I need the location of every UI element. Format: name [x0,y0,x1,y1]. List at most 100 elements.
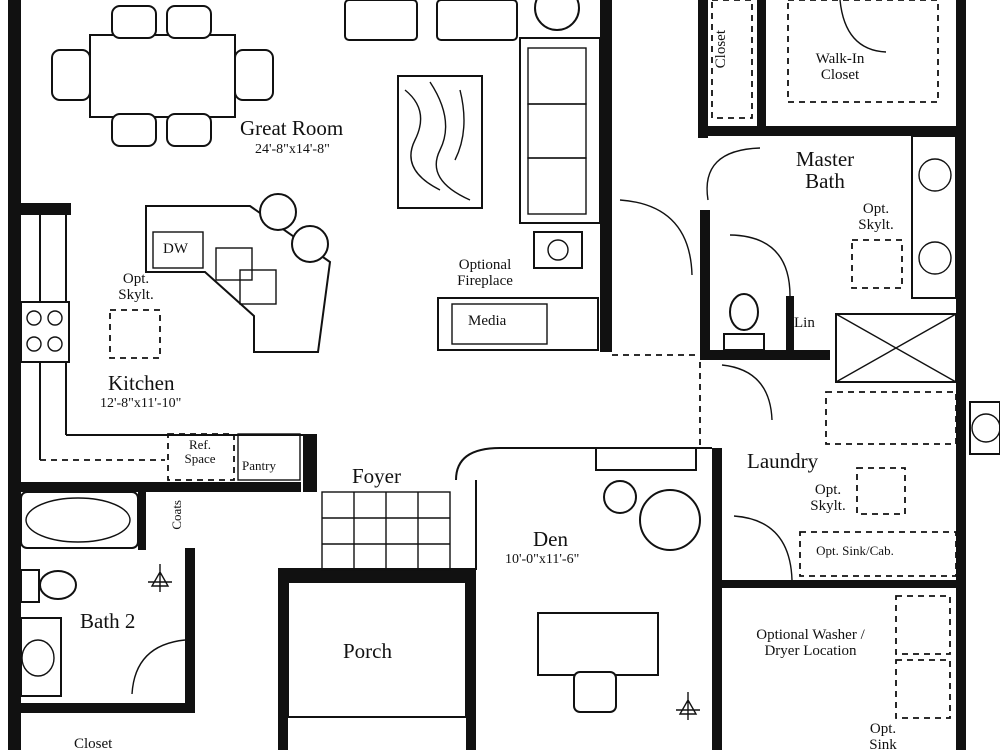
den-east-wall [712,448,722,750]
walk-in-west-wall [757,0,766,128]
coats-label: Coats [169,500,184,530]
foyer-grid [322,492,450,570]
west-exterior-wall [8,0,21,750]
sofa-cushion [527,157,587,215]
walk-in-closet-label: Walk-In Closet [815,51,865,83]
dishwasher [152,231,204,269]
bath-door-swing [619,199,693,276]
laundry-door-swing-2 [733,515,793,581]
pantry-east-wall [303,434,317,492]
laundry-skylight-label: Opt. Skylt. [810,482,846,514]
dining-table [89,34,236,118]
laundry-door-swing [721,364,773,421]
media-label: Media [468,313,507,329]
great-room-dims: 24'-8"x14'-8" [255,142,330,157]
area-rug [397,75,483,209]
burner [47,336,63,352]
burner [26,310,42,326]
fireplace-symbol [547,239,569,261]
media-inner [451,303,548,345]
ref-space-outline [167,433,235,481]
kitchen-dims: 12'-8"x11'-10" [100,396,182,411]
bathtub-basin [25,497,131,543]
porch-top-wall [278,568,473,582]
dining-chair [234,49,274,101]
master-sink [918,158,952,192]
lin-wall [786,296,794,356]
master-toilet-tank [723,333,765,351]
great-room-east-wall [600,0,612,352]
dining-chair [111,113,157,147]
dw-label: DW [163,241,188,257]
laundry-sink [799,531,957,577]
bar-stool [291,225,329,263]
opt-sink-cab-label: Opt. Sink/Cab. [816,543,894,558]
fireplace [533,231,583,269]
closet-top-label: Closet [713,30,729,69]
rug-pattern [404,81,471,201]
master-bath-top-wall [706,126,958,136]
bath2-top-wall [21,482,301,492]
skylight [109,309,161,359]
kitchen-north-stub [21,203,71,215]
master-west-wall [698,0,708,138]
closet-bottom-label: Closet [74,736,113,752]
closet-shelf [711,0,753,119]
den-armchair [639,489,701,551]
east-exterior-wall [956,0,966,750]
burner [26,336,42,352]
skylight [856,467,906,515]
washer-dryer-label: Optional Washer / Dryer Location [756,627,865,659]
hvac-fan [971,413,1000,443]
great-room-chair [436,0,518,41]
shower-x [835,313,957,383]
side-table [534,0,580,31]
master-bath-bottom-wall [700,350,830,360]
bath2-vanity [20,617,62,697]
laundry-divider [722,580,956,588]
den-dims: 10'-0"x11'-6" [505,552,580,567]
master-sink [918,241,952,275]
den-door-jamb [595,447,697,471]
bath2-sink [21,639,55,677]
great-room-chair [344,0,418,41]
kitchen-label: Kitchen [108,371,175,395]
great-room-label: Great Room [240,116,344,140]
bath2-door-swing [131,639,186,695]
bath2-east-wall [185,548,195,708]
kitchen-skylight-label: Opt. Skylt. [118,271,154,303]
bath2-bottom-wall [21,703,195,713]
toilet [39,570,77,600]
plant-icon [148,564,172,592]
burner [47,310,63,326]
walk-in-door-swing [839,0,887,53]
bath2-label: Bath 2 [80,609,136,633]
dryer [895,659,951,719]
ref-space-label: Ref. Space [184,437,216,466]
kitchen-sink [239,269,277,305]
optional-fireplace-label: Optional Fireplace [457,257,513,289]
walk-in-shelf [787,0,939,103]
bathtub [20,491,139,549]
washer [895,595,951,655]
master-vanity [911,135,957,299]
master-bath-label: Master Bath [795,147,855,194]
master-skylight-label: Opt. Skylt. [858,201,894,233]
laundry-label: Laundry [747,449,819,473]
porch-slab [287,581,467,718]
den-desk [537,612,659,676]
skylight [851,239,903,289]
porch-east-wall [466,568,476,750]
den-lamp [603,480,637,514]
opt-sink-label: Opt. Sink [869,721,897,753]
pantry-outline [237,433,301,481]
coats-wall [138,490,146,550]
sofa [519,37,601,224]
kitchen-sink [215,247,253,281]
bath-west-wall [700,210,710,355]
hvac-unit [969,401,1000,455]
den-desk-chair [573,671,617,713]
dining-chair [51,49,91,101]
master-door-swing [706,147,761,201]
